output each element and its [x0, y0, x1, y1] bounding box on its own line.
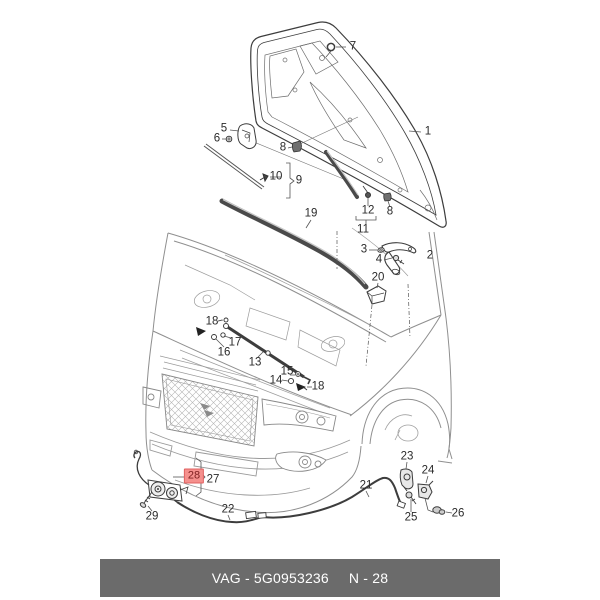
car-body-outline [145, 231, 453, 514]
part-label-8b[interactable]: 8 [386, 205, 394, 218]
front-fascia [142, 355, 351, 496]
part-label-8a[interactable]: 8 [279, 141, 287, 154]
plug-8-left [291, 140, 302, 153]
part-label-4[interactable]: 4 [375, 253, 383, 266]
part-label-9[interactable]: 9 [295, 174, 303, 187]
engine-bay-details [179, 227, 409, 416]
illustration-number: N - 28 [348, 570, 389, 586]
caption-bar: VAG - 5G0953236 N - 28 [100, 559, 500, 597]
bolt-25 [405, 491, 417, 505]
hood-panel [250, 21, 447, 228]
part-label-27[interactable]: 27 [206, 473, 220, 486]
part-label-6[interactable]: 6 [213, 132, 221, 145]
release-handle-23 [399, 468, 414, 492]
clip-10 [259, 173, 269, 183]
part-label-21[interactable]: 21 [359, 479, 373, 492]
part-label-29[interactable]: 29 [145, 510, 159, 523]
part-label-1[interactable]: 1 [424, 125, 432, 138]
part-label-22[interactable]: 22 [221, 503, 235, 516]
leader-lines [147, 46, 453, 521]
grommet-26 [432, 506, 446, 515]
cowl-seal-19 [219, 198, 369, 290]
clip-3 [377, 247, 385, 253]
part-label-25[interactable]: 25 [404, 511, 418, 524]
part-label-24[interactable]: 24 [421, 464, 435, 477]
part-label-2[interactable]: 2 [426, 249, 434, 262]
part-label-17[interactable]: 17 [228, 336, 242, 349]
part-label-13[interactable]: 13 [248, 356, 262, 369]
part-label-11[interactable]: 11 [357, 223, 369, 236]
hood-lock-28 [133, 449, 189, 502]
part-label-5[interactable]: 5 [220, 122, 228, 135]
bolt-29 [139, 491, 153, 508]
part-label-20[interactable]: 20 [371, 271, 385, 284]
part-label-18a[interactable]: 18 [205, 315, 219, 328]
release-lever-24 [417, 480, 434, 500]
release-cable-21 [257, 476, 407, 519]
part-label-19[interactable]: 19 [304, 207, 318, 220]
part-label-10[interactable]: 10 [269, 170, 283, 183]
part-label-15[interactable]: 15 [280, 365, 294, 378]
bolt-4 [392, 254, 405, 265]
part-label-12[interactable]: 12 [361, 204, 375, 217]
hood-hinge-2 [381, 242, 417, 276]
part-label-7[interactable]: 7 [349, 40, 357, 53]
hood-inner-structure [253, 40, 438, 221]
part-label-16[interactable]: 16 [217, 346, 231, 359]
part-label-28-highlighted[interactable]: 28 [183, 468, 205, 484]
part-label-14[interactable]: 14 [269, 374, 283, 387]
rod-clips [196, 317, 308, 391]
bracket-20 [366, 285, 387, 305]
part-label-18b[interactable]: 18 [311, 380, 325, 393]
seal-strip-9 [203, 143, 265, 190]
part-label-26[interactable]: 26 [451, 507, 465, 520]
grommet-7 [325, 42, 336, 58]
hood-prop-rod-13 [223, 323, 312, 385]
brand-emblem [200, 403, 214, 417]
part-label-3[interactable]: 3 [360, 243, 368, 256]
seal-strip-11 [324, 150, 359, 199]
hinge-bracket-5 [237, 123, 257, 149]
clip-12-and-plug-8b [362, 185, 392, 202]
part-label-23[interactable]: 23 [400, 450, 414, 463]
catalog-part-number: VAG - 5G0953236 [211, 570, 329, 586]
washer-6 [225, 135, 233, 143]
